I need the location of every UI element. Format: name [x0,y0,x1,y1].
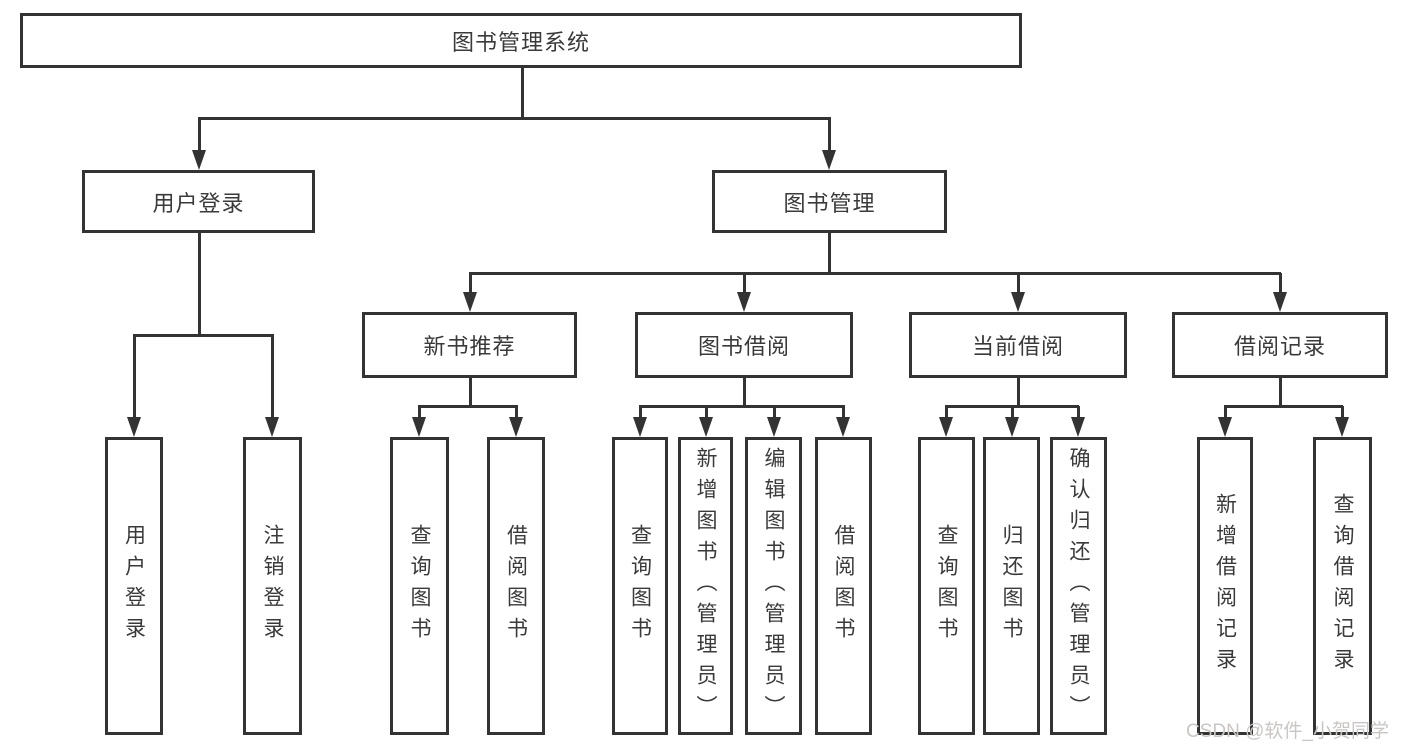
leaf-add-books-admin: 新增图书（管理员） [678,437,733,735]
arrowhead-icon [1335,417,1349,437]
arrowhead-icon [1011,292,1025,312]
leaf-add-books-admin-label: 新增图书（管理员） [694,446,717,726]
arrowhead-icon [463,292,477,312]
arrowhead-icon [836,417,850,437]
connector-line [945,406,948,419]
connector-line [1279,273,1282,294]
connector-line [705,406,708,419]
arrowhead-icon [939,417,953,437]
leaf-add-borrow-record: 新增借阅记录 [1197,437,1253,735]
connector-line [469,273,472,294]
leaf-query-books-borrowing: 查询图书 [612,437,668,735]
arrowhead-icon [822,150,836,170]
node-book-borrowing: 图书借阅 [635,312,853,378]
leaf-add-borrow-record-label: 新增借阅记录 [1213,493,1237,679]
arrowhead-icon [1071,417,1085,437]
connector-line [271,335,274,419]
connector-line [743,378,746,408]
arrowhead-icon [767,417,781,437]
connector-line [418,405,518,408]
leaf-borrow-books-recommend-label: 借阅图书 [504,524,528,648]
node-new-book-recommend-label: 新书推荐 [423,334,516,359]
connector-line [1279,378,1282,408]
leaf-borrow-books-recommend: 借阅图书 [487,437,545,735]
connector-line [521,68,524,120]
connector-line [1224,406,1227,419]
node-borrowing-records-label: 借阅记录 [1233,334,1326,359]
arrowhead-icon [1005,417,1019,437]
leaf-query-books-recommend-label: 查询图书 [408,524,431,648]
connector-line [828,118,831,152]
node-book-management-label: 图书管理 [783,190,876,216]
leaf-user-login: 用户登录 [105,437,163,735]
leaf-logout-label: 注销登录 [261,524,284,648]
arrowhead-icon [633,417,647,437]
connector-line [469,378,472,408]
node-current-borrowing-label: 当前借阅 [971,334,1064,359]
connector-line [1077,406,1080,419]
connector-line [842,406,845,419]
connector-line [469,272,1281,275]
node-new-book-recommend: 新书推荐 [362,312,577,378]
connector-line [773,406,776,419]
arrowhead-icon [509,417,523,437]
arrowhead-icon [699,417,713,437]
node-root: 图书管理系统 [20,13,1022,68]
node-borrowing-records: 借阅记录 [1172,312,1388,378]
connector-line [515,406,518,419]
arrowhead-icon [265,417,279,437]
node-user-login: 用户登录 [82,170,315,233]
connector-line [743,273,746,294]
arrowhead-icon [1273,292,1287,312]
arrowhead-icon [127,417,141,437]
arrowhead-icon [412,417,426,437]
leaf-borrow-books-label: 借阅图书 [832,524,855,648]
connector-line [1341,406,1344,419]
leaf-borrow-books: 借阅图书 [815,437,872,735]
connector-line [418,406,421,419]
leaf-return-books-label: 归还图书 [1000,524,1023,648]
node-user-login-label: 用户登录 [152,190,245,216]
watermark: CSDN @软件_小贺同学 [1186,721,1389,742]
connector-line [828,233,831,275]
connector-line [198,117,831,120]
node-root-label: 图书管理系统 [451,29,590,55]
connector-line [198,233,201,337]
leaf-query-borrow-record-label: 查询借阅记录 [1331,493,1354,679]
node-book-management: 图书管理 [712,170,947,233]
leaf-query-books-current: 查询图书 [918,437,975,735]
node-current-borrowing: 当前借阅 [909,312,1127,378]
connector-line [1224,405,1343,408]
leaf-return-books: 归还图书 [983,437,1040,735]
leaf-query-borrow-record: 查询借阅记录 [1313,437,1372,735]
leaf-confirm-return-admin: 确认归还（管理员） [1050,437,1107,735]
leaf-user-login-label: 用户登录 [122,524,146,648]
leaf-query-books-borrowing-label: 查询图书 [628,524,652,648]
connector-line [133,335,136,419]
leaf-edit-books-admin-label: 编辑图书（管理员） [762,446,785,726]
leaf-query-books-current-label: 查询图书 [935,524,958,648]
connector-line [1017,273,1020,294]
arrowhead-icon [1218,417,1232,437]
leaf-confirm-return-admin-label: 确认归还（管理员） [1067,446,1090,726]
connector-line [639,405,845,408]
arrowhead-icon [737,292,751,312]
connector-line [1017,378,1020,408]
connector-line [198,118,201,152]
connector-line [133,334,274,337]
leaf-logout: 注销登录 [243,437,302,735]
leaf-edit-books-admin: 编辑图书（管理员） [745,437,802,735]
leaf-query-books-recommend: 查询图书 [390,437,449,735]
connector-line [1011,406,1014,419]
node-book-borrowing-label: 图书借阅 [697,334,790,359]
arrowhead-icon [192,150,206,170]
connector-line [639,406,642,419]
